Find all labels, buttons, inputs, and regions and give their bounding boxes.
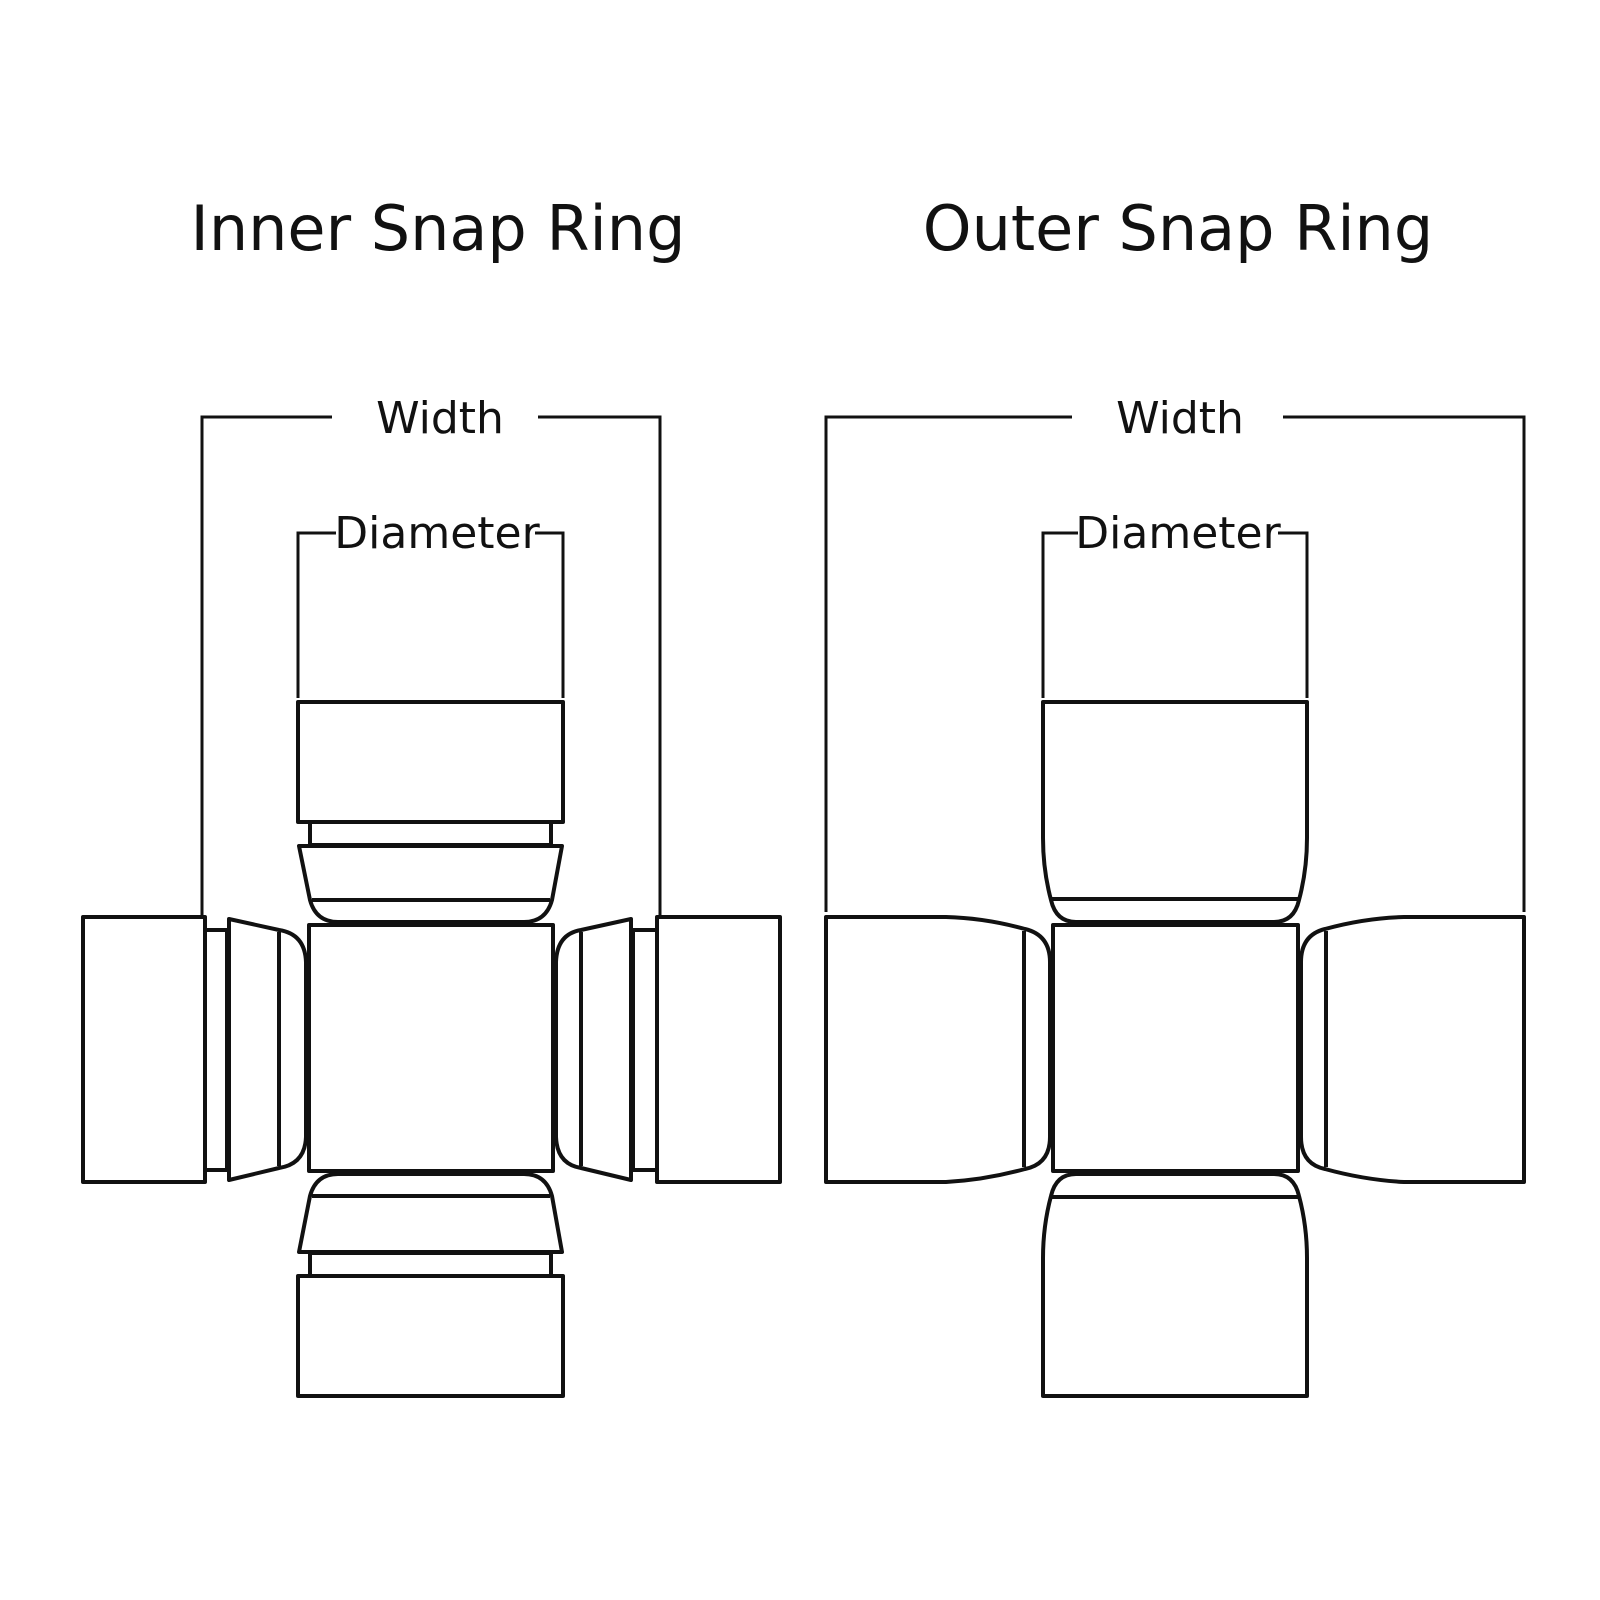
inner-top-bearing-cup <box>296 700 565 824</box>
inner-snap-ring-panel: Inner Snap Ring Width Diameter <box>81 192 782 1398</box>
outer-diameter-dimension: Diameter <box>1041 508 1309 698</box>
outer-panel-title: Outer Snap Ring <box>923 192 1433 265</box>
inner-width-bracket-left <box>200 415 332 917</box>
outer-top-bearing-cup <box>1041 700 1309 924</box>
outer-width-dimension: Width <box>824 393 1526 912</box>
inner-top-seal <box>297 844 564 924</box>
inner-bottom-bearing-cup <box>296 1274 565 1398</box>
inner-left-seal <box>227 917 308 1182</box>
inner-width-bracket-right <box>538 415 662 917</box>
outer-width-label: Width <box>1116 393 1244 444</box>
inner-left-snap-ring <box>203 928 229 1172</box>
outer-cross-center <box>1051 923 1300 1173</box>
inner-cross-center <box>307 923 555 1173</box>
inner-width-label: Width <box>376 393 504 444</box>
inner-diameter-bracket-left <box>296 531 336 698</box>
outer-left-bearing-cup <box>824 915 1052 1184</box>
outer-width-bracket-left <box>824 415 1072 912</box>
inner-diameter-bracket-right <box>535 531 565 698</box>
inner-right-seal <box>554 917 633 1182</box>
inner-diameter-label: Diameter <box>334 508 540 559</box>
inner-ujoint-cross <box>81 700 782 1398</box>
inner-left-bearing-assembly <box>81 915 308 1184</box>
inner-left-bearing-cup <box>81 915 207 1184</box>
outer-right-bearing-cup <box>1299 915 1526 1184</box>
inner-bottom-seal <box>297 1172 564 1254</box>
outer-snap-ring-panel: Outer Snap Ring Width Diameter <box>824 192 1526 1398</box>
inner-diameter-dimension: Diameter <box>296 508 565 698</box>
outer-diameter-bracket-left <box>1041 531 1078 698</box>
outer-width-bracket-right <box>1283 415 1526 912</box>
inner-right-bearing-cup <box>655 915 782 1184</box>
inner-top-bearing-assembly <box>296 700 565 924</box>
inner-bottom-bearing-assembly <box>296 1172 565 1398</box>
inner-right-bearing-assembly <box>554 915 782 1184</box>
inner-right-snap-ring <box>631 928 659 1172</box>
outer-diameter-label: Diameter <box>1075 508 1281 559</box>
inner-width-dimension: Width <box>200 393 662 917</box>
outer-diameter-bracket-right <box>1278 531 1309 698</box>
inner-panel-title: Inner Snap Ring <box>191 192 686 265</box>
outer-ujoint-cross <box>824 700 1526 1398</box>
inner-top-snap-ring <box>308 820 553 847</box>
outer-bottom-bearing-cup <box>1041 1172 1309 1398</box>
inner-bottom-snap-ring <box>308 1251 553 1278</box>
